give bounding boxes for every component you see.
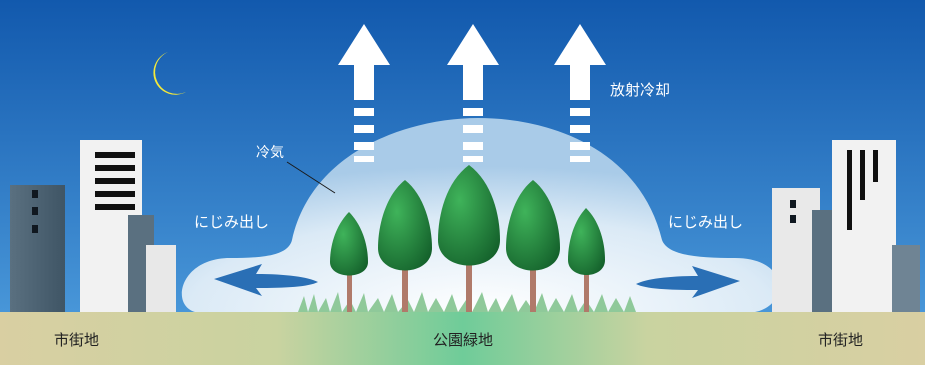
seep-left-arrow	[214, 264, 318, 296]
tree	[438, 165, 500, 312]
upward-arrow	[338, 24, 390, 162]
upward-arrow	[447, 24, 499, 162]
ground-strip	[0, 312, 925, 365]
cool-air-label: 冷気	[256, 145, 284, 161]
seep-right-arrow	[636, 266, 740, 298]
cool-air-leader-line	[286, 161, 336, 194]
seep-right-label: にじみ出し	[668, 213, 743, 231]
trees	[330, 165, 605, 312]
tree	[568, 208, 605, 312]
radiative-cooling-arrows	[338, 24, 606, 162]
city-left-label: 市街地	[54, 331, 99, 349]
right-buildings	[772, 140, 920, 312]
upward-arrow	[554, 24, 606, 162]
tree	[506, 180, 560, 312]
radiative-cooling-label: 放射冷却	[610, 81, 670, 99]
left-buildings	[10, 140, 176, 312]
tree	[378, 180, 432, 312]
city-right-label: 市街地	[818, 331, 863, 349]
seep-left-label: にじみ出し	[194, 213, 269, 231]
park-label: 公園緑地	[433, 331, 493, 349]
tree	[330, 212, 368, 312]
